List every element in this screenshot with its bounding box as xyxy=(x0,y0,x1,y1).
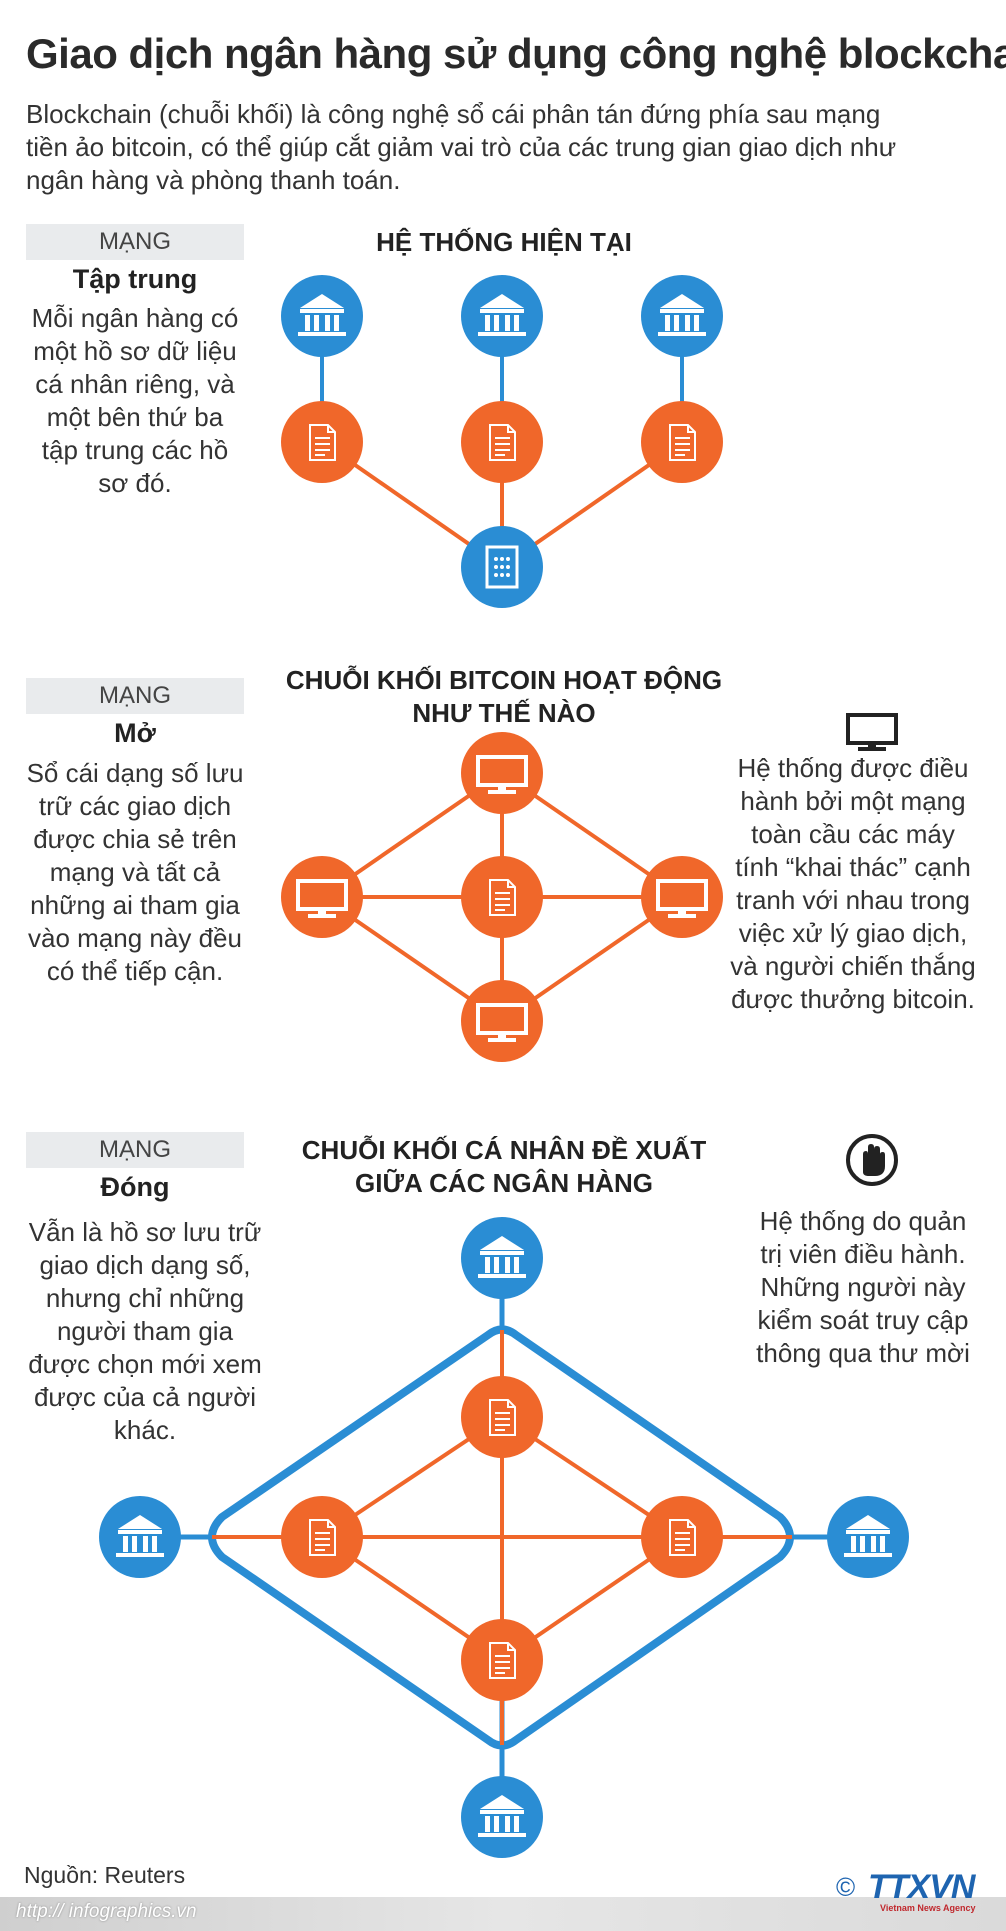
section-2-tag: MẠNG xyxy=(26,678,244,714)
bank-node xyxy=(461,275,543,357)
section-1-heading: HỆ THỐNG HIỆN TẠI xyxy=(376,227,632,257)
section-3-heading-line2: GIỮA CÁC NGÂN HÀNG xyxy=(355,1168,653,1198)
section-1-tag: MẠNG xyxy=(26,224,244,260)
section-3-tag: MẠNG xyxy=(26,1132,244,1168)
section-3-name: Đóng xyxy=(100,1172,170,1202)
section-2-heading-line1: CHUỖI KHỐI BITCOIN HOẠT ĐỘNG xyxy=(285,665,723,695)
section-3-heading: CHUỖI KHỐI CÁ NHÂN ĐỀ XUẤT GIỮA CÁC NGÂN… xyxy=(290,1134,718,1200)
section-3-side-note: Hệ thống do quản trị viên điều hành. Nhữ… xyxy=(756,1206,970,1368)
section-2-heading: CHUỖI KHỐI BITCOIN HOẠT ĐỘNG NHƯ THẾ NÀO xyxy=(270,664,738,730)
footer-bar xyxy=(0,1897,1006,1931)
site-url[interactable]: http:// infographics.vn xyxy=(16,1901,197,1922)
ttxvn-logo: TTXVN xyxy=(868,1868,975,1906)
hand-stop-icon xyxy=(846,1134,898,1186)
document-node xyxy=(461,856,543,938)
bank-node xyxy=(461,1217,543,1299)
page-title: Giao dịch ngân hàng sử dụng công nghệ bl… xyxy=(26,30,1006,77)
bank-node xyxy=(641,275,723,357)
ttxvn-logo-subtitle: Vietnam News Agency xyxy=(880,1903,976,1913)
section-1-name: Tập trung xyxy=(72,264,198,294)
section-1-description: Mỗi ngân hàng có một hồ sơ dữ liệu cá nh… xyxy=(31,303,239,498)
section-2-heading-line2: NHƯ THẾ NÀO xyxy=(412,698,596,728)
computer-node xyxy=(461,732,543,814)
computer-icon xyxy=(846,713,898,751)
document-node xyxy=(641,401,723,483)
bank-node xyxy=(99,1496,181,1578)
clearing-house-node xyxy=(461,526,543,608)
document-node xyxy=(461,1376,543,1458)
section-2-description: Sổ cái dạng số lưu trữ các giao dịch đượ… xyxy=(26,758,244,986)
bank-node xyxy=(281,275,363,357)
document-node xyxy=(281,1496,363,1578)
section-3-description: Vẫn là hồ sơ lưu trữ giao dịch dạng số, … xyxy=(28,1217,262,1445)
section-2-name: Mở xyxy=(114,718,156,748)
source-credit: Nguồn: Reuters xyxy=(24,1862,186,1888)
section-3-heading-line1: CHUỖI KHỐI CÁ NHÂN ĐỀ XUẤT xyxy=(301,1135,707,1165)
computer-node xyxy=(281,856,363,938)
section-2-side-note: Hệ thống được điều hành bởi một mạng toà… xyxy=(730,753,976,1014)
copyright-symbol: © xyxy=(836,1872,856,1902)
computer-node xyxy=(461,980,543,1062)
document-node xyxy=(281,401,363,483)
bank-node xyxy=(827,1496,909,1578)
bank-node xyxy=(461,1776,543,1858)
document-node xyxy=(641,1496,723,1578)
computer-node xyxy=(641,856,723,938)
intro-text: Blockchain (chuỗi khối) là công nghệ sổ … xyxy=(26,99,897,195)
document-node xyxy=(461,401,543,483)
document-node xyxy=(461,1619,543,1701)
